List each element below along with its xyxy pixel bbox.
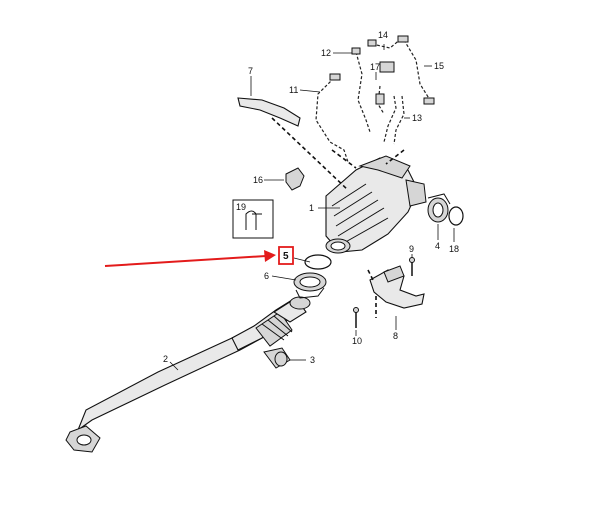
inset-19: 19 <box>232 199 274 239</box>
callout-12: 12 <box>321 48 331 58</box>
callout-15: 15 <box>434 61 444 71</box>
heat-clip <box>285 167 305 191</box>
gasket <box>304 254 332 270</box>
callout-9: 9 <box>409 244 414 254</box>
callout-1: 1 <box>309 203 314 213</box>
callout-10: 10 <box>352 336 362 346</box>
heat-shield-strap <box>237 97 349 191</box>
callout-6: 6 <box>264 271 269 281</box>
bolt-10 <box>353 307 359 328</box>
callout-7: 7 <box>248 66 253 76</box>
callout-17: 17 <box>370 62 380 72</box>
sensor-wires <box>315 35 435 169</box>
callout-13: 13 <box>412 113 422 123</box>
catalytic-converter <box>325 155 427 254</box>
callout-5: 5 <box>283 251 289 262</box>
ring-gasket <box>448 206 464 226</box>
callout-numbers: 1 2 3 4 6 7 8 9 10 11 12 13 14 15 16 17 … <box>163 30 459 365</box>
support-bracket <box>367 265 425 318</box>
highlight-callout-5: 5 <box>104 246 294 267</box>
callout-3: 3 <box>310 355 315 365</box>
callout-16: 16 <box>253 175 263 185</box>
callout-14: 14 <box>378 30 388 40</box>
front-pipe <box>65 296 311 453</box>
inset-19-label: 19 <box>236 202 246 212</box>
bolt-9 <box>409 257 415 276</box>
callout-2: 2 <box>163 354 168 364</box>
callout-4: 4 <box>435 241 440 251</box>
highlight-arrow-head <box>264 250 276 262</box>
callout-11: 11 <box>289 85 298 95</box>
leader-lines <box>169 44 455 371</box>
callout-8: 8 <box>393 331 398 341</box>
highlight-box <box>278 246 294 265</box>
callout-18: 18 <box>449 244 459 254</box>
clamp-ring <box>293 272 327 299</box>
flange-clamp <box>427 193 451 223</box>
highlight-arrow <box>104 255 267 267</box>
